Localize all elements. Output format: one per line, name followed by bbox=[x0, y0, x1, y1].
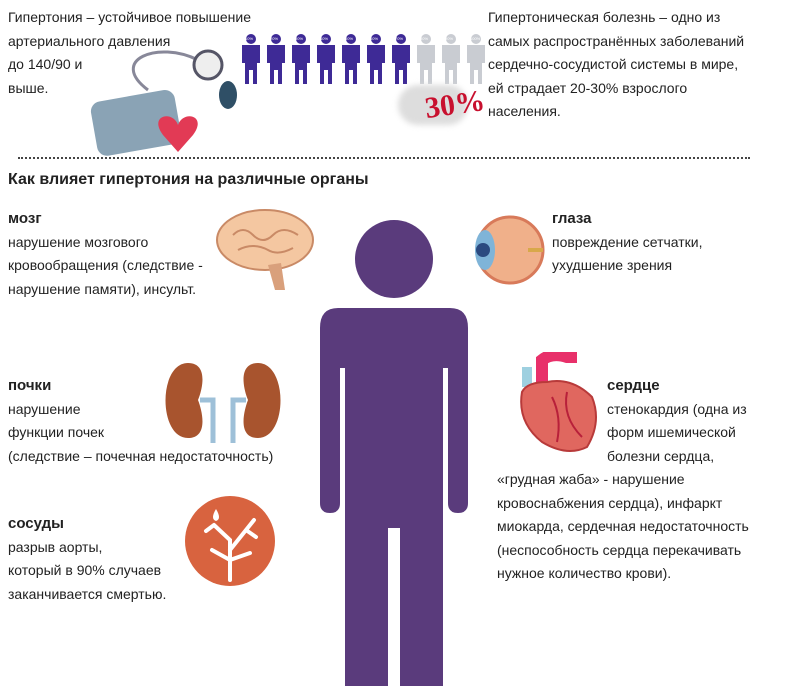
person-icon: 100% bbox=[465, 34, 487, 84]
kidneys-line: нарушение bbox=[8, 400, 81, 417]
blood-vessels-icon bbox=[185, 496, 275, 586]
heart-line: форм ишемической bbox=[607, 424, 736, 440]
tonometer-heart-icon bbox=[90, 49, 237, 156]
headphone-shape bbox=[398, 85, 468, 125]
person-percent-label: 50% bbox=[345, 36, 354, 41]
person-percent-label: 80% bbox=[420, 36, 429, 41]
intro-line: артериального давления bbox=[8, 32, 171, 49]
kidneys-block: почки нарушение функции почек (следствие… bbox=[8, 374, 273, 468]
brain-line: нарушение памяти), инсульт. bbox=[8, 280, 197, 297]
heart-line: миокарда, сердечная недостаточность bbox=[497, 518, 749, 534]
vessels-line: заканчивается смертью. bbox=[8, 585, 167, 602]
heart-line: (неспособность сердца перекачивать bbox=[497, 541, 742, 558]
person-percent-label: 60% bbox=[370, 36, 379, 41]
person-percent-label: 40% bbox=[320, 36, 329, 41]
person-percent-label: 90% bbox=[445, 36, 454, 41]
kidneys-line: (следствие – почечная недостаточность) bbox=[8, 447, 274, 464]
prevalence-line: сердечно-сосудистой системы в мире, bbox=[488, 56, 739, 72]
person-percent-label: 10% bbox=[245, 36, 254, 41]
section-heading: Как влияет гипертония на различные орган… bbox=[8, 171, 369, 188]
prevalence-line: самых распространённых заболеваний bbox=[488, 32, 745, 49]
intro-text: Гипертония – устойчивое повышение артери… bbox=[8, 6, 251, 100]
person-icon: 90% bbox=[440, 34, 462, 84]
prevalence-line: Гипертоническая болезнь – одно из bbox=[488, 9, 721, 25]
vessels-title: сосуды bbox=[8, 515, 64, 532]
brain-block: мозг нарушение мозгового кровообращения … bbox=[8, 207, 203, 301]
person-icon: 10% bbox=[240, 34, 262, 84]
divider bbox=[18, 157, 750, 159]
heart-title: сердце bbox=[607, 377, 660, 394]
heart-line: нужное количество крови). bbox=[497, 565, 672, 581]
brain-icon bbox=[216, 209, 314, 290]
vessels-block: сосуды разрыв аорты, который в 90% случа… bbox=[8, 512, 166, 606]
brain-title: мозг bbox=[8, 210, 42, 227]
intro-line: выше. bbox=[8, 79, 49, 96]
heart-organ-icon bbox=[520, 352, 597, 452]
eyes-line: ухудшение зрения bbox=[552, 257, 673, 273]
person-icon: 60% bbox=[365, 34, 387, 84]
eyes-line: повреждение сетчатки, bbox=[552, 233, 703, 250]
brain-line: нарушение мозгового bbox=[8, 233, 149, 250]
person-icon: 40% bbox=[315, 34, 337, 84]
kidneys-icon bbox=[165, 363, 281, 443]
eye-icon bbox=[475, 215, 545, 285]
intro-line: Гипертония – устойчивое повышение bbox=[8, 9, 251, 25]
heart-block-continued: «грудная жаба» - нарушение кровоснабжени… bbox=[497, 468, 749, 586]
heart-line: «грудная жаба» - нарушение bbox=[497, 471, 685, 487]
person-icon: 50% bbox=[340, 34, 362, 84]
heart-line: стенокардия (одна из bbox=[607, 400, 747, 417]
kidneys-title: почки bbox=[8, 377, 52, 394]
intro-line: до 140/90 и bbox=[8, 56, 83, 72]
person-icon: 30% bbox=[290, 34, 312, 84]
person-icon: 80% bbox=[415, 34, 437, 84]
brain-line: кровообращения (следствие - bbox=[8, 257, 203, 273]
prevalence-line: населения. bbox=[488, 103, 561, 119]
eyes-title: глаза bbox=[552, 210, 592, 227]
prevalence-text: Гипертоническая болезнь – одно из самых … bbox=[488, 6, 744, 124]
eyes-block: глаза повреждение сетчатки, ухудшение зр… bbox=[552, 207, 703, 278]
person-icon: 70% bbox=[390, 34, 412, 84]
prevalence-line: ей страдает 20-30% взрослого bbox=[488, 79, 688, 96]
heart-line: болезни сердца, bbox=[607, 447, 715, 464]
person-percent-label: 30% bbox=[295, 36, 304, 41]
vessels-line: который в 90% случаев bbox=[8, 562, 162, 578]
heart-block: сердце стенокардия (одна из форм ишемиче… bbox=[607, 374, 747, 468]
kidneys-line: функции почек bbox=[8, 424, 105, 440]
vessels-line: разрыв аорты, bbox=[8, 538, 103, 555]
percent-badge: 30% bbox=[422, 83, 487, 126]
human-silhouette bbox=[320, 220, 468, 686]
person-percent-label: 20% bbox=[270, 36, 279, 41]
person-percent-label: 70% bbox=[395, 36, 404, 41]
person-percent-label: 100% bbox=[470, 36, 481, 41]
person-icon: 20% bbox=[265, 34, 287, 84]
heart-line: кровоснабжения сердца), инфаркт bbox=[497, 494, 723, 511]
